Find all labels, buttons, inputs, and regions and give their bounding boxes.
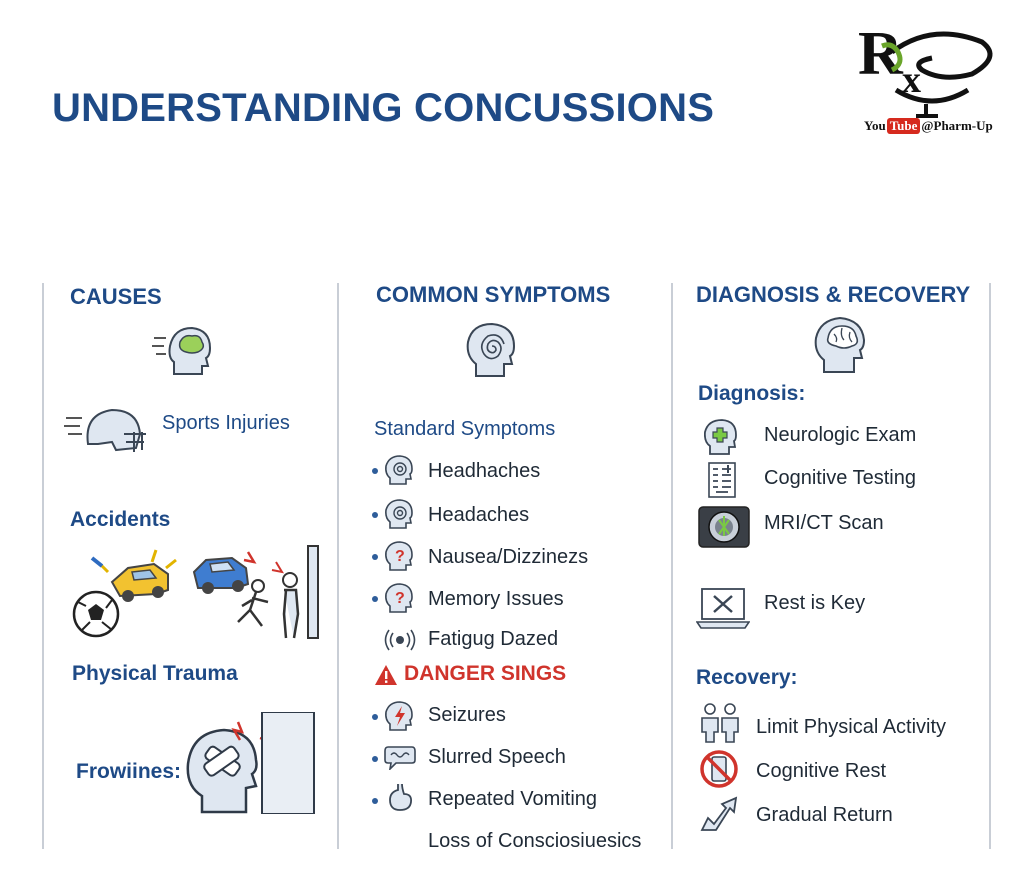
- symptom-headaches: Headaches: [428, 504, 530, 526]
- head-question-icon: ?: [384, 582, 416, 619]
- bullet: [372, 798, 378, 804]
- symptom-headhaches: Headhaches: [428, 460, 541, 482]
- danger-signs-heading: DANGER SINGS: [404, 662, 567, 685]
- page-title: UNDERSTANDING CONCUSSIONS: [52, 86, 715, 130]
- recovery-subheading: Recovery:: [696, 666, 798, 689]
- no-phone-icon: [698, 748, 740, 795]
- bullet: [372, 756, 378, 762]
- brain-scan-icon: [698, 506, 750, 553]
- ringing-icon: [384, 626, 416, 659]
- cause-physical-trauma: Physical Trauma: [72, 662, 238, 685]
- head-spiral-icon: [384, 454, 416, 491]
- column-divider: [671, 283, 673, 849]
- head-spiral-icon: [464, 320, 520, 383]
- bullet: [372, 554, 378, 560]
- speech-bubble-icon: [384, 744, 416, 775]
- channel-handle: @Pharm-Up: [921, 118, 993, 133]
- danger-slurred-speech: Slurred Speech: [428, 746, 566, 768]
- bullet: [372, 714, 378, 720]
- cause-accidents: Accidents: [70, 508, 171, 531]
- recovery-gradual-return: Gradual Return: [756, 804, 893, 826]
- svg-text:?: ?: [395, 548, 405, 565]
- cause-sports-injuries: Sports Injuries: [162, 412, 290, 434]
- football-helmet-icon: [64, 404, 148, 465]
- causes-column: CAUSES Sports Injuries Accidents: [44, 270, 338, 860]
- bullet: [372, 596, 378, 602]
- bandaged-head-icon: [182, 711, 316, 819]
- diagnosis-subheading: Diagnosis:: [698, 382, 806, 405]
- diagnosis-cognitive-testing: Cognitive Testing: [764, 467, 916, 489]
- rest-is-key: Rest is Key: [764, 592, 866, 614]
- danger-loss-of-consciousness: Loss of Consciosiuesics: [428, 830, 642, 852]
- svg-text:x: x: [902, 59, 921, 101]
- diagnosis-heading: DIAGNOSIS & RECOVERY: [696, 282, 971, 307]
- danger-seizures: Seizures: [428, 704, 506, 726]
- head-brain-icon: [152, 322, 216, 383]
- car-crash-icon: [72, 542, 322, 647]
- test-sheet-icon: [708, 462, 736, 503]
- warning-icon: [374, 664, 398, 691]
- column-divider: [42, 283, 44, 849]
- bullet: [372, 468, 378, 474]
- diagnosis-column: DIAGNOSIS & RECOVERY Diagnosis: Neurolog…: [674, 270, 990, 860]
- head-lightning-icon: [384, 700, 416, 737]
- channel-badge: Tube: [886, 118, 921, 134]
- symptoms-column: COMMON SYMPTOMS Standard Symptoms Headha…: [340, 270, 670, 860]
- diagnosis-mri-ct-scan: MRI/CT Scan: [764, 512, 884, 534]
- danger-repeated-vomiting: Repeated Vomiting: [428, 788, 598, 810]
- causes-heading: CAUSES: [70, 284, 162, 309]
- head-question-icon: ?: [384, 540, 416, 577]
- symptoms-heading: COMMON SYMPTOMS: [376, 282, 611, 307]
- head-brain-icon: [814, 314, 870, 379]
- symptom-nausea-dizziness: Nausea/Dizzinezs: [428, 546, 589, 568]
- rx-logo: R x: [852, 12, 1012, 142]
- recovery-limit-physical-activity: Limit Physical Activity: [756, 716, 947, 738]
- recovery-cognitive-rest: Cognitive Rest: [756, 760, 887, 782]
- symptom-fatigue-dazed: Fatigug Dazed: [428, 628, 559, 650]
- people-icon: [698, 702, 742, 749]
- bullet: [372, 512, 378, 518]
- head-medical-cross-icon: [703, 418, 740, 461]
- symptom-memory-issues: Memory Issues: [428, 588, 564, 610]
- cause-frowiines: Frowiines:: [76, 760, 182, 783]
- head-spiral-icon: [384, 498, 416, 535]
- standard-symptoms-heading: Standard Symptoms: [374, 418, 556, 440]
- up-arrow-icon: [700, 794, 742, 839]
- laptop-x-icon: [695, 586, 751, 635]
- svg-text:?: ?: [395, 590, 405, 607]
- channel-prefix: You: [864, 118, 886, 133]
- column-divider: [337, 283, 339, 849]
- column-divider: [989, 283, 991, 849]
- stomach-icon: [384, 782, 416, 819]
- diagnosis-neurologic-exam: Neurologic Exam: [764, 424, 917, 446]
